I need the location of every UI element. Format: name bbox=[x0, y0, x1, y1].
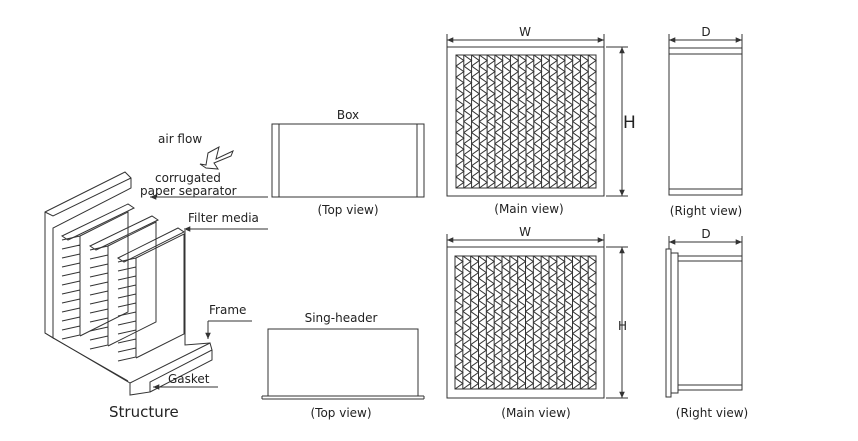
box-dimension-d bbox=[668, 34, 743, 48]
box-top-view-caption: (Top view) bbox=[317, 203, 378, 217]
pleat-zigzag bbox=[486, 54, 496, 189]
header-right-view-caption: (Right view) bbox=[676, 406, 748, 420]
header-main-view bbox=[446, 246, 605, 399]
header-top-view-caption: (Top view) bbox=[310, 406, 371, 420]
pleat-zigzag bbox=[548, 255, 558, 390]
pleat-zigzag bbox=[541, 54, 551, 189]
frame-right-edge bbox=[184, 230, 211, 346]
pleat-pack-side-2 bbox=[107, 221, 157, 347]
airflow-arrow-icon bbox=[199, 146, 234, 170]
pleat-pack-2 bbox=[89, 245, 109, 350]
box-main-h-label: H bbox=[623, 113, 636, 133]
pleat-zigzag bbox=[533, 255, 543, 390]
pleat-zigzag bbox=[471, 54, 481, 189]
pleat-zigzag bbox=[479, 54, 488, 189]
pleat-zigzag bbox=[556, 54, 566, 189]
pleat-zigzag bbox=[540, 255, 550, 390]
box-dimension-w bbox=[446, 34, 605, 47]
box-main-w-label: W bbox=[519, 25, 531, 39]
pleat-zigzag bbox=[525, 255, 535, 390]
pleat-zigzag bbox=[470, 255, 480, 390]
pack-cap-2 bbox=[88, 215, 160, 251]
box-right-d-label: D bbox=[701, 25, 710, 39]
header-main-w-label: W bbox=[519, 225, 531, 239]
box-dimension-h bbox=[606, 46, 628, 197]
header-top-view bbox=[261, 328, 425, 400]
pleat-zigzag bbox=[533, 54, 543, 189]
pleat-zigzag bbox=[587, 54, 597, 189]
pleat-pack-3 bbox=[117, 257, 137, 362]
pleat-zigzag bbox=[510, 54, 520, 189]
label-separator-line2: paper separator bbox=[140, 184, 237, 198]
pleat-zigzag bbox=[517, 255, 527, 390]
header-dimension-w bbox=[446, 234, 605, 247]
pleat-zigzag bbox=[501, 255, 511, 390]
pleat-zigzag bbox=[580, 255, 590, 390]
structure-drawing bbox=[44, 171, 213, 396]
pleat-pack-1 bbox=[61, 235, 81, 340]
pack-cap-3 bbox=[117, 227, 185, 263]
label-gasket: Gasket bbox=[168, 372, 210, 386]
pleat-zigzag bbox=[587, 255, 597, 390]
header-pleat-pattern bbox=[454, 255, 597, 390]
header-dimension-d bbox=[668, 236, 743, 256]
box-main-view bbox=[446, 46, 605, 197]
pleat-packs bbox=[61, 211, 185, 362]
header-right-view bbox=[665, 248, 743, 398]
pleat-zigzag bbox=[525, 54, 535, 189]
pleat-zigzag bbox=[564, 255, 574, 390]
pleat-zigzag bbox=[572, 255, 582, 390]
pleat-zigzag bbox=[564, 54, 574, 189]
pleat-zigzag bbox=[580, 54, 590, 189]
pleat-zigzag bbox=[572, 54, 582, 189]
label-separator-line1: corrugated bbox=[155, 171, 221, 185]
pack-cap-1 bbox=[60, 203, 136, 241]
pleat-zigzag bbox=[486, 255, 496, 390]
pleat-zigzag bbox=[493, 255, 503, 390]
caption-structure: Structure bbox=[109, 403, 179, 421]
label-filter-media: Filter media bbox=[188, 211, 259, 225]
pleat-zigzag bbox=[462, 255, 472, 390]
box-right-view-caption: (Right view) bbox=[670, 204, 742, 218]
pleat-zigzag bbox=[517, 54, 527, 189]
pleat-zigzag bbox=[549, 54, 558, 189]
header-title: Sing-header bbox=[305, 311, 378, 325]
pleat-zigzag bbox=[455, 54, 465, 189]
header-dimension-h bbox=[606, 246, 628, 399]
pleat-zigzag bbox=[454, 255, 464, 390]
frame-back-panel bbox=[44, 171, 132, 339]
pleat-zigzag bbox=[509, 255, 519, 390]
label-frame: Frame bbox=[209, 303, 246, 317]
box-pleat-pattern bbox=[455, 54, 597, 189]
pleat-pack-side-3 bbox=[135, 233, 185, 359]
header-main-view-caption: (Main view) bbox=[501, 406, 570, 420]
box-main-view-caption: (Main view) bbox=[494, 202, 563, 216]
frame-top-rail bbox=[44, 177, 132, 217]
pleat-zigzag bbox=[494, 54, 504, 189]
pleat-zigzag bbox=[463, 54, 473, 189]
header-main-h-label: H bbox=[618, 319, 627, 333]
box-right-view bbox=[668, 47, 743, 196]
pleat-zigzag bbox=[556, 255, 566, 390]
label-airflow: air flow bbox=[158, 132, 202, 146]
box-top-view bbox=[271, 123, 425, 198]
box-title: Box bbox=[337, 108, 359, 122]
pleat-zigzag bbox=[478, 255, 488, 390]
pleat-zigzag bbox=[502, 54, 512, 189]
structure-leaders bbox=[150, 194, 268, 390]
pleat-pack-side-1 bbox=[79, 211, 129, 337]
header-right-d-label: D bbox=[701, 227, 710, 241]
